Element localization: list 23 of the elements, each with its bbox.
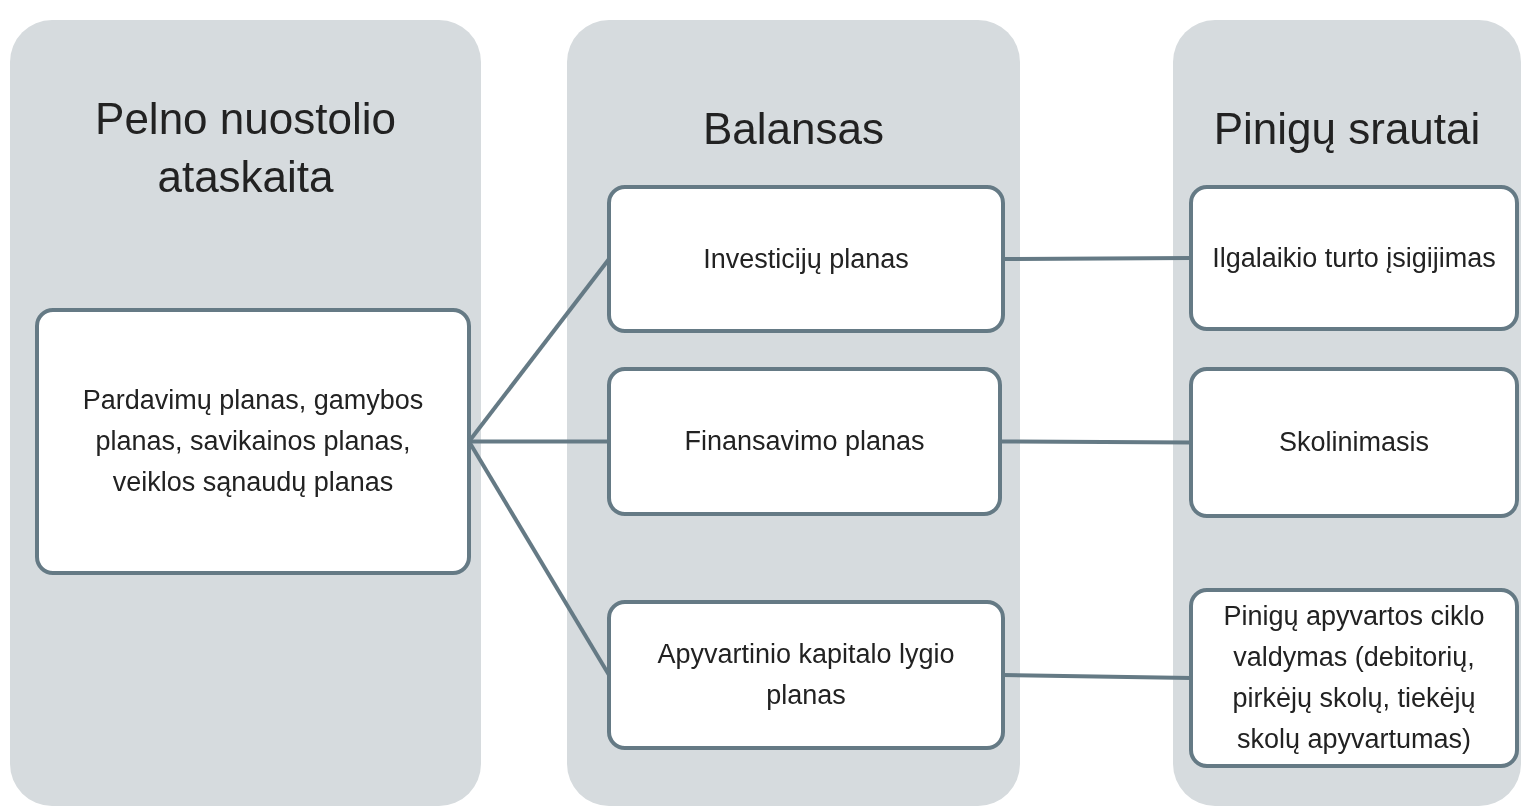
connector-line bbox=[1000, 439, 1191, 445]
connector-line bbox=[469, 439, 609, 444]
box-text: Skolinimasis bbox=[1277, 426, 1430, 459]
column-heading: Pinigų srautai bbox=[1212, 103, 1482, 155]
box-text: Ilgalaikio turto įsigijimas bbox=[1211, 241, 1497, 275]
box-text: Apyvartinio kapitalo lygio planas bbox=[656, 638, 956, 712]
column-heading: Balansas bbox=[702, 103, 885, 155]
process-box bbox=[1189, 367, 1519, 518]
process-box bbox=[35, 308, 471, 575]
process-box bbox=[1189, 185, 1519, 331]
box-text: Investicijų planas bbox=[702, 242, 910, 276]
process-box bbox=[607, 600, 1005, 750]
box-text: Finansavimo planas bbox=[683, 425, 926, 458]
process-box bbox=[1189, 588, 1519, 768]
column-panel bbox=[1173, 20, 1521, 806]
column-heading: Pelno nuostolio ataskaita bbox=[94, 93, 397, 203]
column-panel bbox=[10, 20, 481, 806]
column-panel bbox=[567, 20, 1020, 806]
connector-line bbox=[1003, 256, 1191, 261]
process-box bbox=[607, 185, 1005, 333]
box-text: Pinigų apyvartos ciklo valdymas (debitorių, pirkėjų skolų, tiekėjų skolų apyvartumas) bbox=[1222, 600, 1486, 756]
box-text: Pardavimų planas, gamybos planas, savikainos planas, veiklos sąnaudų planas bbox=[81, 384, 425, 499]
process-box bbox=[607, 367, 1002, 516]
